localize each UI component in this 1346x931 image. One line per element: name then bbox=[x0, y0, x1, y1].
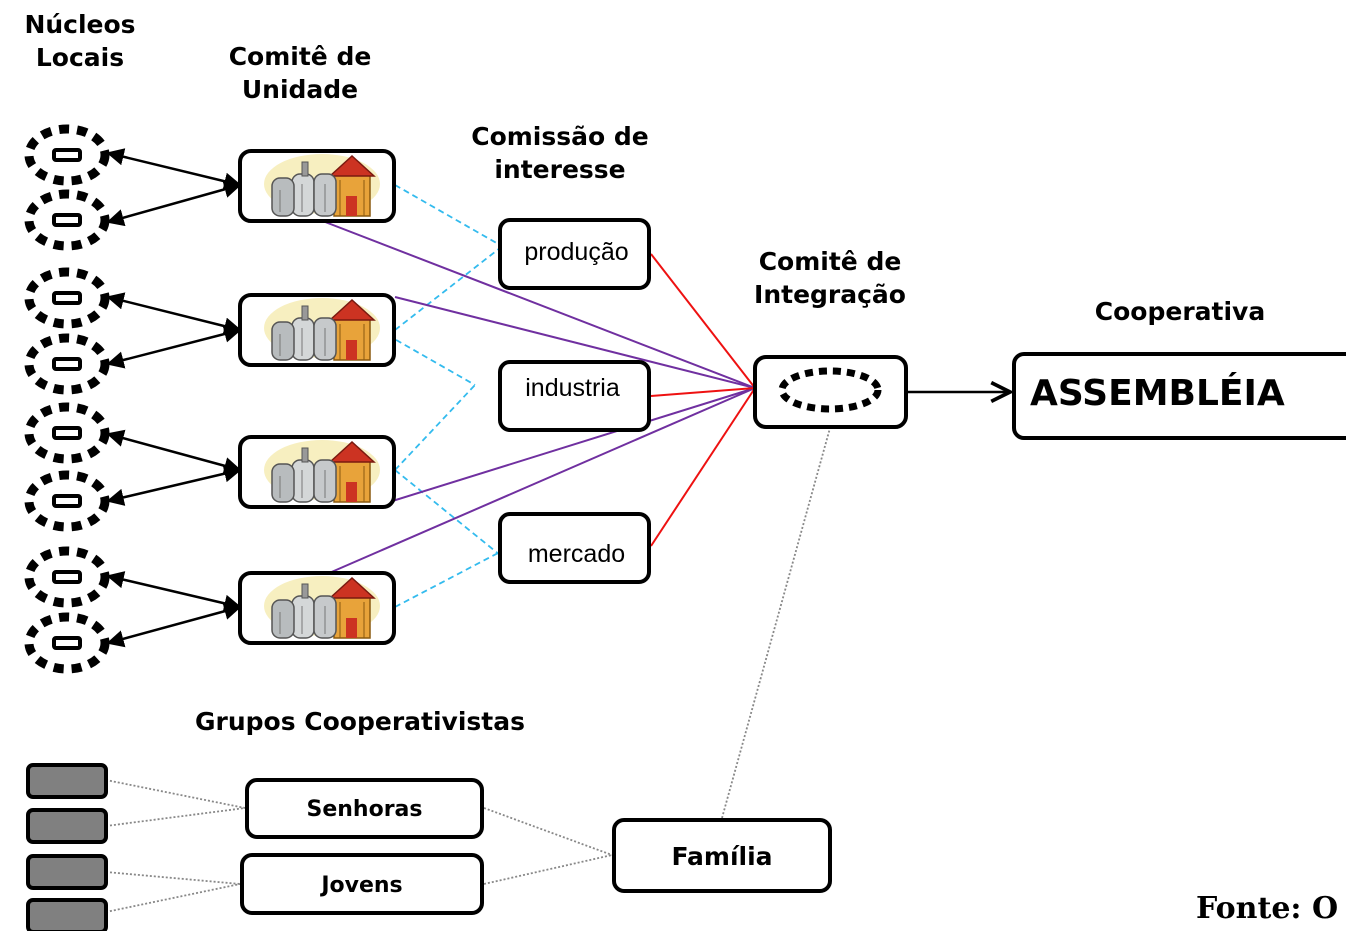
silo-barn-icon bbox=[263, 153, 381, 217]
nucleo-local-icon bbox=[24, 333, 110, 395]
silo-barn-icon bbox=[263, 297, 381, 361]
dotted-link bbox=[483, 807, 613, 856]
link-arrow bbox=[106, 292, 242, 335]
comissao-box-producao: produção bbox=[498, 218, 651, 290]
source-caption: Fonte: O bbox=[1196, 891, 1339, 926]
grupo-label: Senhoras bbox=[306, 797, 423, 822]
nucleo-local-icon bbox=[24, 189, 110, 251]
nucleo-local-icon bbox=[24, 546, 110, 608]
dashed-link bbox=[394, 184, 501, 246]
silo-barn-icon bbox=[263, 575, 381, 639]
link-arrow bbox=[106, 148, 242, 190]
silo-barn-icon bbox=[263, 439, 381, 503]
header-grupos-cooperativistas: Grupos Cooperativistas bbox=[194, 707, 526, 736]
header-nucleos-locais: Núcleos Locais bbox=[24, 10, 136, 72]
dotted-link bbox=[105, 883, 241, 913]
purple-link bbox=[369, 387, 756, 509]
link-arrow bbox=[106, 571, 242, 612]
grupos-links bbox=[105, 427, 831, 913]
dotted-link bbox=[721, 427, 831, 819]
comite-unidade-box bbox=[238, 435, 396, 509]
dotted-link bbox=[483, 854, 613, 885]
comite-integracao-box bbox=[753, 355, 908, 429]
nucleo-local-icon bbox=[24, 470, 110, 532]
dotted-link bbox=[105, 871, 241, 885]
grupo-block bbox=[26, 854, 108, 890]
nucleo-local-icon bbox=[24, 124, 110, 186]
purple-link bbox=[394, 296, 756, 389]
header-cooperativa: Cooperativa bbox=[1094, 297, 1266, 326]
assembleia-label: ASSEMBLÉIA bbox=[1030, 373, 1285, 414]
comite-unidade-box bbox=[238, 149, 396, 223]
link-arrow bbox=[106, 465, 242, 506]
header-comite-unidade: Comitê de Unidade bbox=[228, 42, 372, 104]
purple-link bbox=[319, 219, 756, 389]
grupo-box-jovens: Jovens bbox=[240, 853, 484, 915]
header-comite-integracao: Comitê de Integração bbox=[754, 247, 906, 309]
dashed-link bbox=[394, 551, 501, 608]
assembleia-box: ASSEMBLÉIA bbox=[1012, 352, 1346, 440]
comite-integracao-links bbox=[319, 219, 756, 578]
red-link bbox=[650, 387, 756, 547]
nucleo-comite-links bbox=[106, 148, 242, 648]
grupo-block bbox=[26, 763, 108, 799]
dotted-link bbox=[105, 807, 246, 827]
nucleo-local-icon bbox=[24, 267, 110, 329]
dashed-link bbox=[394, 384, 476, 471]
comite-unidade-boxes bbox=[238, 149, 396, 645]
dotted-link bbox=[105, 779, 246, 809]
grupo-blocks bbox=[26, 763, 108, 931]
header-comissao-interesse: Comissão de interesse bbox=[471, 122, 649, 184]
grupo-box-senhoras: Senhoras bbox=[245, 778, 484, 839]
comissao-label: mercado bbox=[527, 540, 626, 568]
familia-label: Família bbox=[671, 842, 773, 871]
comissao-label: industria bbox=[525, 374, 620, 402]
nucleo-local-icon bbox=[24, 612, 110, 674]
comite-unidade-box bbox=[238, 571, 396, 645]
comite-comissao-links bbox=[369, 184, 501, 608]
comite-unidade-box bbox=[238, 293, 396, 367]
link-arrow bbox=[106, 180, 242, 227]
nucleo-local-icon bbox=[24, 402, 110, 464]
integracao-ellipse-icon bbox=[778, 367, 882, 413]
comissao-box-industria: industria bbox=[498, 360, 651, 432]
grupo-label: Jovens bbox=[321, 873, 403, 898]
dashed-link bbox=[394, 247, 501, 331]
familia-box: Família bbox=[612, 818, 832, 893]
dashed-link bbox=[394, 469, 501, 556]
red-link bbox=[650, 253, 756, 389]
comissao-box-mercado: mercado bbox=[498, 512, 651, 584]
link-arrow bbox=[106, 429, 242, 475]
link-arrow bbox=[106, 602, 242, 648]
grupo-block bbox=[26, 808, 108, 844]
link-arrow bbox=[106, 325, 242, 369]
grupo-block bbox=[26, 898, 108, 931]
red-link bbox=[650, 387, 756, 397]
purple-link bbox=[319, 387, 756, 578]
nucleos-locais bbox=[24, 124, 110, 674]
comissao-integracao-links bbox=[650, 253, 756, 547]
comissao-label: produção bbox=[524, 238, 629, 266]
